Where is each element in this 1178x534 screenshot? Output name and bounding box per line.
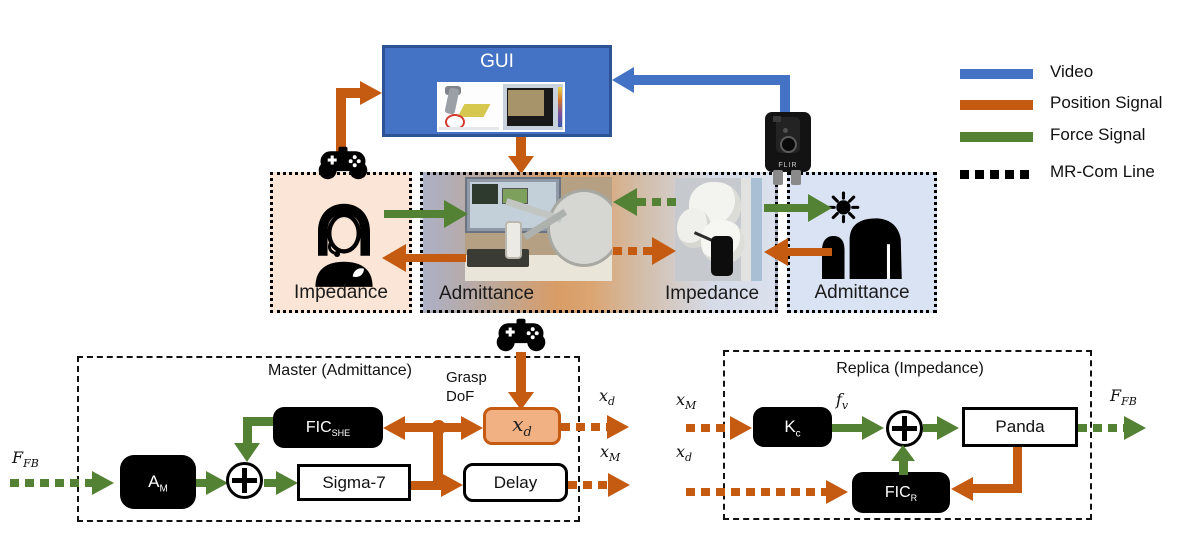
xm-in-label: xM: [676, 390, 697, 413]
flir-brand-label: FLIR: [778, 162, 798, 169]
legend-force-swatch: [960, 132, 1033, 142]
operator-box-label: Impedance: [293, 282, 388, 303]
rocks-sun-icon: [822, 191, 902, 279]
gamepad-icon: [318, 146, 368, 180]
grasp-dof-label: Grasp DoF: [446, 369, 487, 405]
force-arrow-sum-to-panda: [923, 424, 939, 432]
sigma7-block: Sigma-7: [297, 464, 411, 501]
fv-label: fv: [836, 390, 849, 413]
force-arrow-kc-to-sum: [832, 424, 864, 432]
replica-sum-junction: [886, 410, 923, 447]
environment-admittance-box: Admittance: [787, 172, 937, 313]
delay-block: Delay: [463, 463, 568, 502]
haptic-station-photo: [465, 177, 612, 281]
fic-r-block: FICR: [852, 472, 950, 513]
force-arrow-am-to-sum: [196, 479, 210, 487]
master-side-label: Admittance: [439, 283, 535, 304]
xm-out-label: xM: [600, 442, 621, 465]
gui-screenshot-panel: [437, 82, 565, 132]
legend-video-label: Video: [1050, 62, 1094, 81]
master-sum-junction: [226, 462, 263, 499]
environment-box-label: Admittance: [814, 282, 910, 303]
ffb-input-label: FFB: [12, 448, 39, 471]
force-arrow-sum-to-sigma: [264, 479, 280, 487]
xd-in-label: xd: [676, 442, 693, 465]
xd-out-label: xd: [599, 386, 616, 409]
legend-position-label: Position Signal: [1050, 93, 1163, 112]
master-title: Master (Admittance): [267, 362, 413, 379]
legend-video-swatch: [960, 69, 1033, 79]
robot-simulation-image: [439, 84, 499, 130]
flir-connector: [791, 170, 801, 185]
gui-box: GUI: [382, 45, 612, 137]
fic-she-block: FICSHE: [273, 407, 383, 448]
legend-position-swatch: [960, 100, 1033, 110]
flir-connector: [773, 170, 783, 185]
camera-view-image: [503, 84, 563, 130]
panda-block: Panda: [962, 407, 1078, 447]
ffb-out-label: FFB: [1110, 386, 1137, 409]
gui-title: GUI: [480, 51, 514, 72]
legend-mrcom-label: MR-Com Line: [1050, 162, 1155, 181]
operator-impedance-box: Impedance: [270, 172, 412, 313]
replica-diagram-box: [723, 350, 1092, 520]
wrapped-robot-photo: [675, 178, 762, 281]
master-diagram-box: [77, 356, 580, 522]
remote-side-label: Impedance: [665, 283, 760, 304]
replica-title: Replica (Impedance): [836, 360, 984, 377]
kc-block: Kc: [753, 407, 832, 447]
operator-icon: [315, 203, 373, 287]
xd-block: xd: [483, 407, 561, 445]
legend-force-label: Force Signal: [1050, 125, 1146, 144]
am-block: AM: [120, 455, 196, 509]
flir-camera-icon: FLIR: [765, 112, 811, 185]
gamepad-icon: [496, 318, 546, 352]
legend-mrcom-swatch: [960, 170, 1033, 179]
